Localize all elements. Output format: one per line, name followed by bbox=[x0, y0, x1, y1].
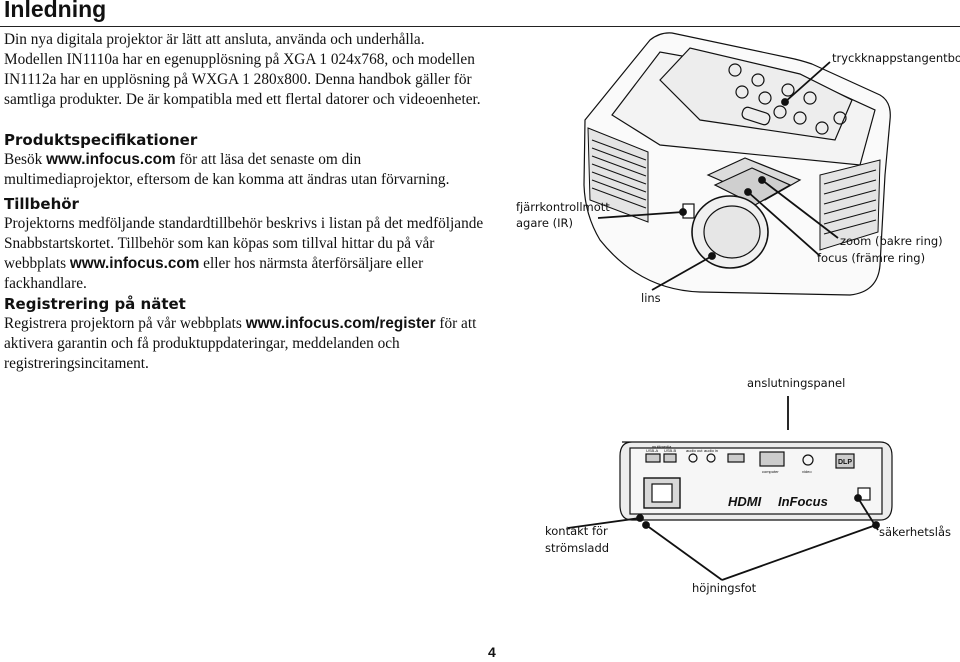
registration-text-end: för att aktivera garantin och få produkt… bbox=[4, 315, 477, 372]
label-lens: lins bbox=[641, 291, 661, 305]
page-number: 4 bbox=[488, 644, 496, 660]
vent-grille bbox=[587, 127, 881, 251]
brand-print: InFocus bbox=[778, 494, 828, 509]
specs-link[interactable]: www.infocus.com bbox=[46, 151, 176, 168]
multimedia-print: multimedia bbox=[652, 444, 672, 449]
computer-print: computer bbox=[762, 469, 779, 474]
audio-out-print: audio out bbox=[686, 448, 703, 453]
label-zoom: zoom (bakre ring) bbox=[840, 234, 943, 248]
label-keypad: tryckknappstangentbord bbox=[832, 51, 960, 65]
registration-link[interactable]: www.infocus.com/register bbox=[245, 315, 436, 332]
leader-lines bbox=[597, 61, 839, 291]
registration-text: Registrera projektorn på vår webbplats bbox=[4, 315, 246, 332]
accessories-text: Projektorns medföljande standardtillbehö… bbox=[4, 215, 484, 272]
video-print: video bbox=[802, 469, 812, 474]
panel-leader-lines bbox=[567, 396, 880, 581]
label-panel: anslutningspanel bbox=[747, 376, 846, 390]
accessories-text-end: eller hos närmsta återförsäljare eller f… bbox=[4, 255, 424, 292]
panel-print: HDMI InFocus USB-A USB-B audio out audio… bbox=[646, 444, 852, 509]
dlp-print: DLP bbox=[838, 459, 852, 466]
title-rule bbox=[0, 26, 960, 27]
specs-paragraph: Besök www.infocus.com för att läsa det s… bbox=[4, 150, 484, 190]
page-title: Inledning bbox=[4, 0, 107, 22]
projector-front-illustration bbox=[583, 32, 891, 296]
accessories-paragraph: Projektorns medföljande standardtillbehö… bbox=[4, 214, 490, 294]
label-remote-line2: agare (IR) bbox=[516, 216, 573, 230]
specs-text-end: för att läsa det senaste om din multimed… bbox=[4, 151, 450, 188]
label-foot: höjningsfot bbox=[692, 581, 757, 595]
specs-text: Besök bbox=[4, 151, 47, 168]
audio-in-print: audio in bbox=[704, 448, 718, 453]
registration-heading: Registrering på nätet bbox=[4, 295, 186, 313]
connector-panel-illustration bbox=[619, 441, 893, 521]
usb-a-print: USB-A bbox=[646, 448, 659, 453]
registration-paragraph: Registrera projektorn på vår webbplats w… bbox=[4, 314, 484, 374]
usb-b-print: USB-B bbox=[664, 448, 677, 453]
label-power-line1: kontakt för bbox=[545, 524, 608, 538]
accessories-heading: Tillbehör bbox=[4, 195, 79, 213]
specs-heading: Produktspecifikationer bbox=[4, 131, 198, 149]
intro-paragraph: Din nya digitala projektor är lätt att a… bbox=[4, 31, 481, 108]
accessories-link[interactable]: www.infocus.com bbox=[69, 255, 200, 272]
label-power-line2: strömsladd bbox=[545, 541, 610, 555]
keypad-buttons bbox=[728, 63, 847, 135]
label-remote-line1: fjärrkontrollmott bbox=[516, 200, 610, 214]
hdmi-print: HDMI bbox=[728, 494, 762, 509]
label-focus: focus (främre ring) bbox=[817, 251, 926, 265]
label-lock: säkerhetslås bbox=[879, 525, 951, 539]
